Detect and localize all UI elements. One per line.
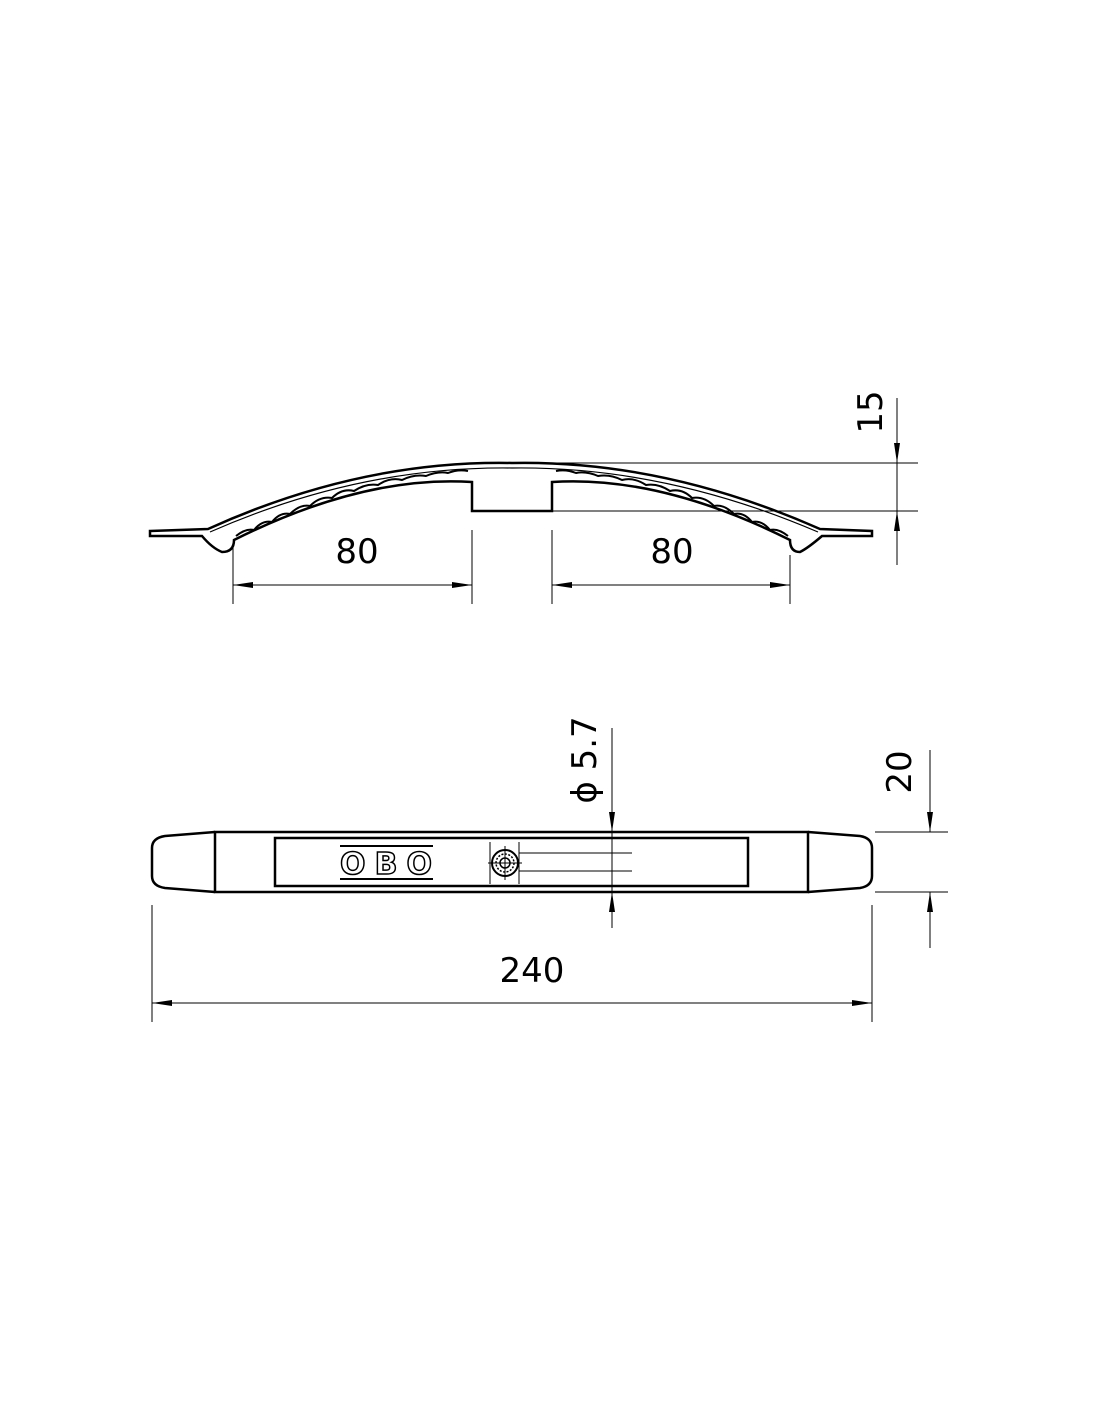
dim-label-left: 80 [335, 532, 378, 572]
dim-label-hole: ϕ 5.7 [565, 716, 605, 803]
end-cap-right [807, 830, 874, 894]
dim-80-left [232, 530, 473, 604]
label-window [273, 836, 750, 888]
top-view [150, 728, 948, 1022]
dim-label-height: 15 [851, 390, 891, 433]
side-view [148, 398, 918, 604]
dim-80-right [551, 530, 791, 604]
end-cap-left [150, 830, 216, 894]
profile-ribs-left [235, 469, 469, 537]
body [213, 830, 810, 894]
dim-label-right: 80 [650, 532, 693, 572]
obo-logo: OBO [340, 847, 432, 882]
dim-20 [875, 750, 948, 948]
dim-label-width: 20 [880, 750, 920, 793]
profile-inner-line [209, 467, 819, 533]
profile-ribs-right [555, 469, 789, 537]
dim-240 [151, 905, 873, 1022]
dim-label-length: 240 [500, 951, 565, 991]
dim-15 [552, 398, 918, 565]
profile-outer [148, 461, 874, 554]
